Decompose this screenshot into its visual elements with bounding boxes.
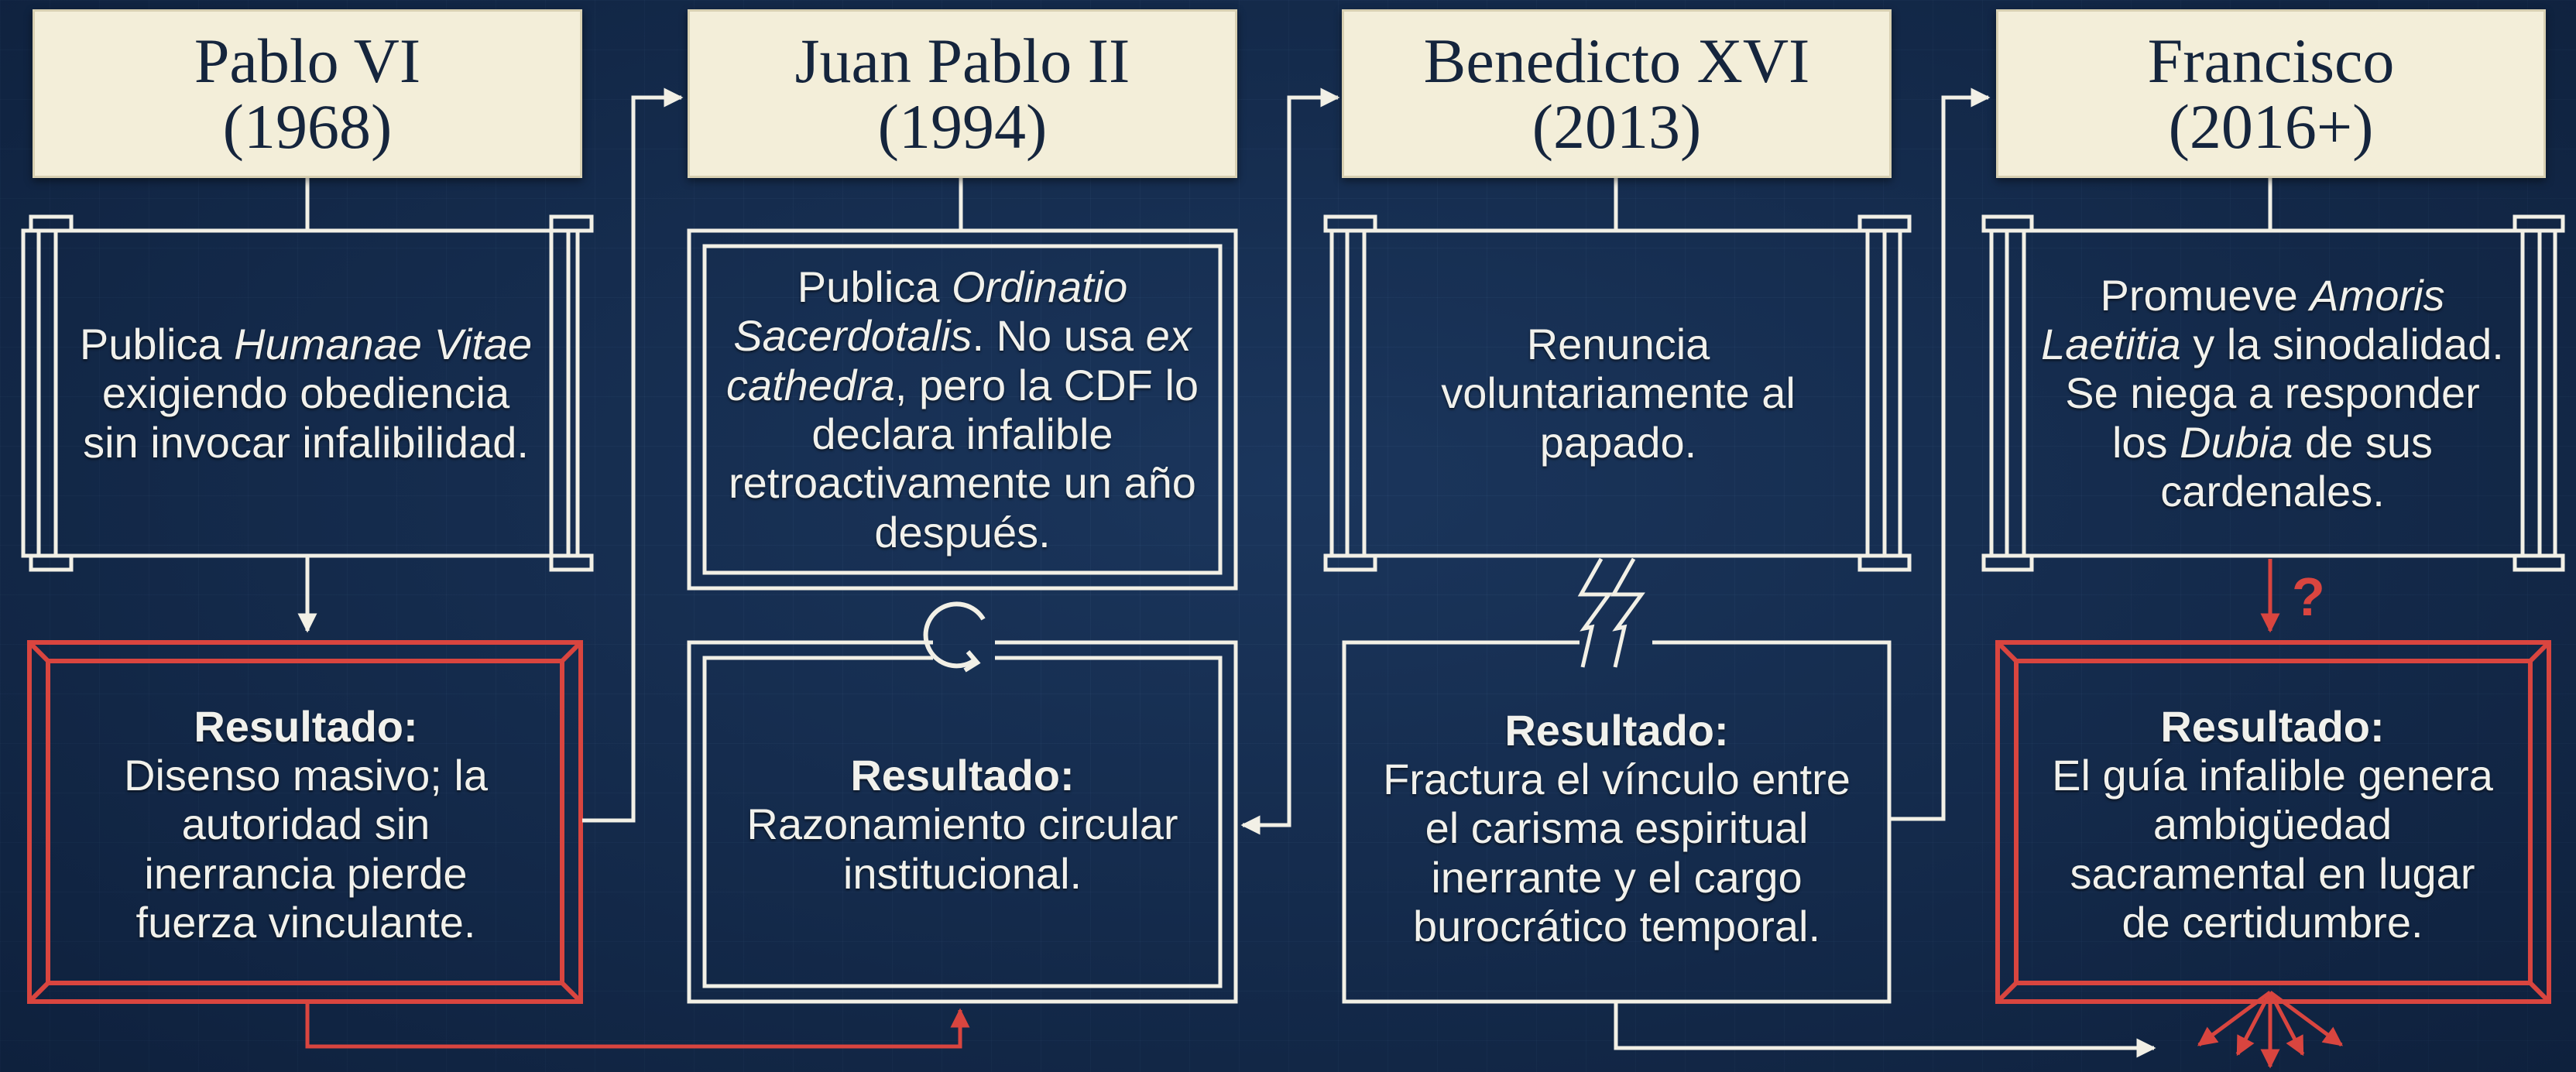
header-name-2: Juan Pablo II <box>794 25 1130 96</box>
lightning-fracture-icon <box>1577 557 1645 668</box>
header-text-3: Benedicto XVI(2013) <box>1424 28 1810 160</box>
header-pablo-vi: Pablo VI(1968) <box>33 9 582 178</box>
header-name-1: Pablo VI <box>194 25 421 96</box>
result-box-2: Resultado: Razonamiento circular institu… <box>728 673 1197 975</box>
action-1-part-0: Publica <box>79 320 235 369</box>
header-text-1: Pablo VI(1968) <box>194 28 420 160</box>
column-3-graphics <box>1323 178 1912 1004</box>
action-paragraph-3: Renuncia voluntariamente al papado. <box>1425 320 1812 467</box>
double-panel-2 <box>687 228 1238 591</box>
result-title-3: Resultado: <box>1504 705 1729 755</box>
action-2-part-3: ex cathedra <box>725 311 1192 409</box>
connector-1-to-2-top <box>582 87 684 823</box>
result-box-4: Resultado: El guía infalible genera ambi… <box>2044 673 2501 975</box>
header-year-2: (1994) <box>877 91 1048 162</box>
action-1-part-1: Humanae Vitae <box>234 320 533 369</box>
action-4-part-3: Dubia <box>2180 417 2293 467</box>
header-text-2: Juan Pablo II(1994) <box>795 28 1130 160</box>
header-text-4: Francisco(2016+) <box>2148 28 2395 160</box>
action-2-part-1: Ordinatio Sacerdotalis <box>733 262 1128 361</box>
result-frame-4 <box>1995 640 2551 1004</box>
action-2-part-4: , pero la CDF lo declara infalible retro… <box>729 360 1199 557</box>
connector-3-to-4 <box>1891 87 1991 821</box>
column-4-graphics: ? <box>1981 178 2565 1069</box>
header-juan-pablo-ii: Juan Pablo II(1994) <box>688 9 1237 178</box>
action-text-4: Promueve Amoris Laetitia y la sinodalida… <box>2038 232 2507 554</box>
scroll-panel-1 <box>21 214 594 572</box>
action-text-3: Renuncia voluntariamente al papado. <box>1425 232 1812 554</box>
scroll-panel-3 <box>1323 214 1912 572</box>
header-francisco: Francisco(2016+) <box>1996 9 2546 178</box>
header-name-3: Benedicto XVI <box>1423 25 1810 96</box>
connector-1-to-2-bottom <box>305 1003 970 1049</box>
result-body-1: Disenso masivo; la autoridad sin inerran… <box>124 751 488 947</box>
cycle-arrow-icon <box>923 601 986 673</box>
result-frame-1 <box>27 640 583 1004</box>
action-text-1: Publica Humanae Vitae exigiendo obedienc… <box>74 232 538 554</box>
result-box-1: Resultado: Disenso masivo; la autoridad … <box>85 673 527 975</box>
result-title-4: Resultado: <box>2160 701 2385 751</box>
result-title-2: Resultado: <box>850 751 1075 800</box>
column-1-graphics <box>21 178 594 1004</box>
result-title-1: Resultado: <box>194 701 418 751</box>
scroll-panel-4 <box>1981 214 2565 572</box>
action-2-part-0: Publica <box>797 262 952 312</box>
action-2-part-2: . No usa <box>972 311 1146 361</box>
result-body-4: El guía infalible genera ambigüedad sacr… <box>2052 751 2493 947</box>
header-year-4: (2016+) <box>2168 91 2374 162</box>
burst-arrows-icon <box>2197 990 2344 1069</box>
action-text-2: Publica Ordinatio Sacerdotalis. No usa e… <box>724 248 1201 571</box>
header-name-4: Francisco <box>2147 25 2395 96</box>
result-box-3: Resultado: Fractura el vínculo entre el … <box>1363 673 1871 983</box>
action-paragraph-1: Publica Humanae Vitae exigiendo obedienc… <box>74 320 538 467</box>
header-year-3: (2013) <box>1532 91 1702 162</box>
question-mark: ? <box>2292 567 2325 627</box>
header-year-1: (1968) <box>222 91 393 162</box>
action-paragraph-2: Publica Ordinatio Sacerdotalis. No usa e… <box>724 262 1201 557</box>
action-paragraph-4: Promueve Amoris Laetitia y la sinodalida… <box>2038 271 2507 515</box>
result-body-3: Fractura el vínculo entre el carisma esp… <box>1383 755 1851 950</box>
connector-3-bottom <box>1614 1003 2156 1058</box>
action-4-part-0: Promueve <box>2100 270 2310 320</box>
column-2-graphics <box>687 178 1238 1004</box>
action-3-part-0: Renuncia voluntariamente al papado. <box>1441 320 1796 467</box>
result-frame-2 <box>687 640 1238 1004</box>
result-body-2: Razonamiento circular institucional. <box>746 800 1178 898</box>
result-frame-3 <box>1342 640 1892 1004</box>
action-4-part-1: Amoris Laetitia <box>2041 270 2445 369</box>
action-4-part-4: de sus cardenales. <box>2160 417 2434 515</box>
action-4-part-2: y la sinodalidad. Se niega a responder l… <box>2065 320 2504 467</box>
header-benedicto-xvi: Benedicto XVI(2013) <box>1342 9 1892 178</box>
action-1-part-2: exigiendo obediencia sin invocar infalib… <box>83 368 529 467</box>
